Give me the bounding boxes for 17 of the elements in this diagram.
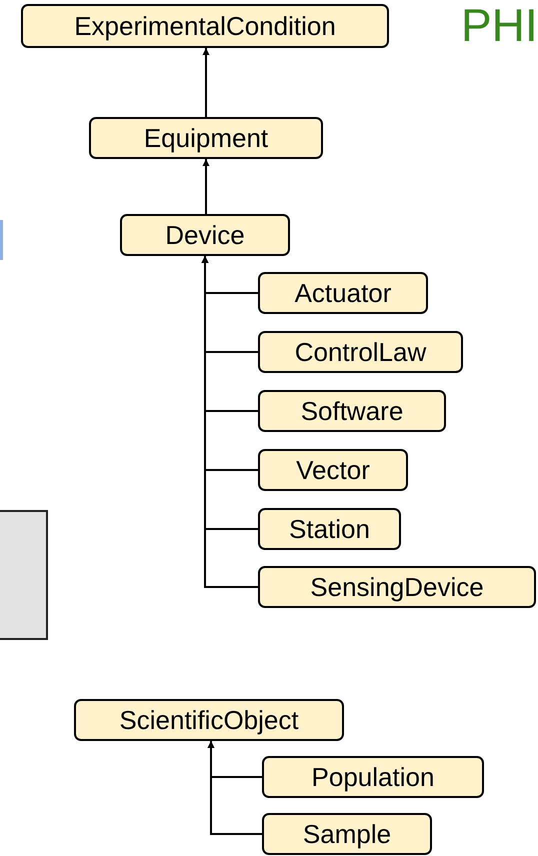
connector-arrow bbox=[202, 48, 210, 117]
class-box: Sample bbox=[262, 813, 432, 855]
connector-arrow bbox=[202, 159, 210, 214]
connector-arrow bbox=[208, 741, 262, 835]
class-box: Vector bbox=[258, 449, 408, 491]
class-box: Actuator bbox=[258, 272, 428, 314]
class-box: Station bbox=[258, 508, 401, 550]
class-box: ScientificObject bbox=[74, 699, 344, 741]
class-box: ControlLaw bbox=[258, 331, 463, 373]
connector-arrow bbox=[202, 256, 258, 588]
class-box: Population bbox=[262, 756, 484, 798]
class-box: Device bbox=[120, 214, 290, 256]
heading-text: PHI bbox=[461, 0, 538, 52]
class-box: SensingDevice bbox=[258, 566, 536, 608]
class-box: Equipment bbox=[89, 117, 323, 159]
class-box: ExperimentalCondition bbox=[21, 4, 389, 48]
class-box: Software bbox=[258, 390, 446, 432]
